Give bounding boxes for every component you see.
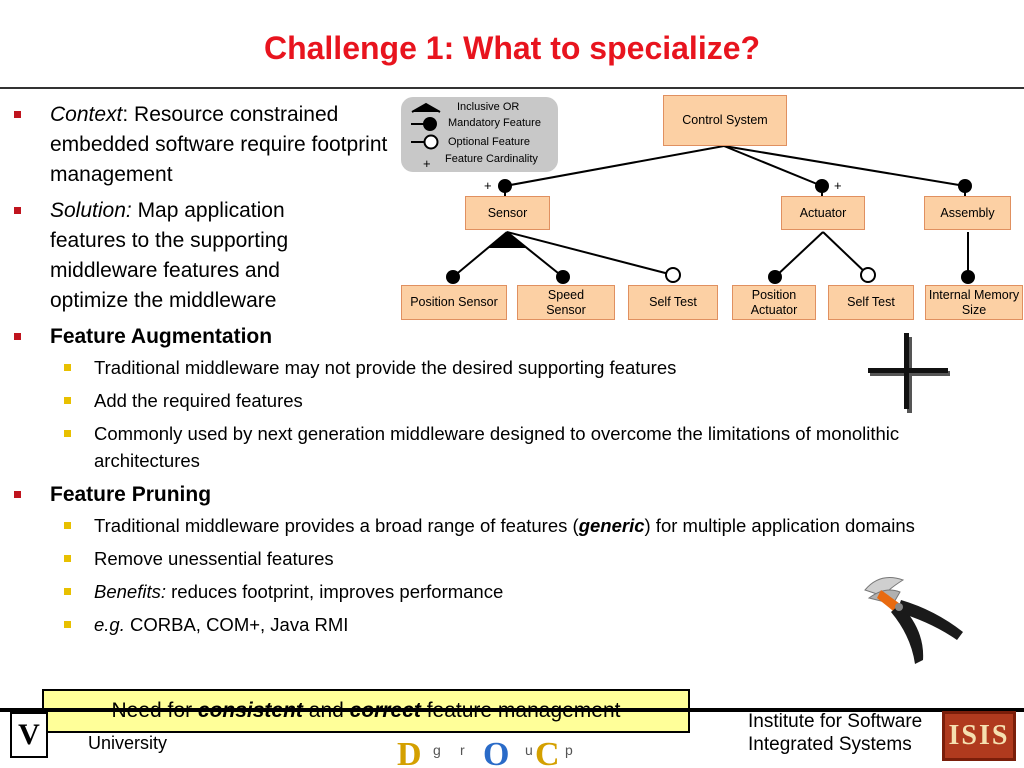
context-text: : Resource constrained embedded software… xyxy=(50,103,388,186)
bullet-marker xyxy=(14,491,21,498)
list-item: Remove unessential features xyxy=(12,545,1022,572)
sub-bullet-marker xyxy=(64,621,71,628)
list-item-text: Add the required features xyxy=(94,390,303,411)
list-item-text: Traditional middleware may not provide t… xyxy=(94,357,677,378)
node-self-test: Self Test xyxy=(828,285,914,320)
legend-inclusive-or: Inclusive OR xyxy=(457,101,520,113)
bullet-list: Context: Resource constrained embedded s… xyxy=(12,100,1022,644)
doc-logo-letter: g xyxy=(433,742,441,758)
bullet-augmentation: Feature Augmentation xyxy=(12,322,1022,352)
actuator-cardinality: + xyxy=(834,178,842,193)
doc-logo-letter: r xyxy=(460,742,465,758)
doc-logo-letter: O xyxy=(483,736,509,768)
bullet-context: Context: Resource constrained embedded s… xyxy=(12,100,405,190)
list-item: Add the required features xyxy=(12,387,1022,414)
mandatory-feature-icon xyxy=(423,117,437,131)
node-actuator: Actuator xyxy=(781,196,865,230)
node-position-actuator: Position Actuator xyxy=(732,285,816,320)
bullet-solution: Solution: Map application features to th… xyxy=(12,196,350,316)
legend-optional: Optional Feature xyxy=(448,136,530,148)
sub-bullet-marker xyxy=(64,397,71,404)
doc-group-logo: D g r O u C p xyxy=(397,736,573,768)
pruning-shears-image xyxy=(864,577,963,664)
sub-bullet-marker xyxy=(64,588,71,595)
solution-text: Map application features to the supporti… xyxy=(50,199,289,312)
list-item: Benefits: reduces footprint, improves pe… xyxy=(12,578,1022,605)
doc-logo-letter: p xyxy=(565,742,573,758)
list-item-text: Commonly used by next generation middlew… xyxy=(94,423,900,471)
node-speed-sensor: Speed Sensor xyxy=(517,285,615,320)
sensor-inclusive-or-icon xyxy=(488,232,526,248)
list-item-text: reduces footprint, improves performance xyxy=(166,581,504,602)
sub-bullet-marker xyxy=(64,430,71,437)
benefits-label: Benefits: xyxy=(94,581,166,602)
pruning-heading: Feature Pruning xyxy=(50,483,212,506)
inclusive-or-icon xyxy=(411,102,441,113)
legend-cardinality: Feature Cardinality xyxy=(445,153,538,165)
footer-divider xyxy=(0,708,1024,712)
vanderbilt-logo: V xyxy=(10,712,48,758)
plus-graphic xyxy=(868,333,950,413)
node-position-sensor: Position Sensor xyxy=(401,285,507,320)
solution-label: Solution: xyxy=(50,199,132,222)
list-item-text: Traditional middleware provides a broad … xyxy=(94,515,579,536)
list-item: Commonly used by next generation middlew… xyxy=(12,420,994,474)
list-item: Traditional middleware provides a broad … xyxy=(12,512,1024,539)
legend-plus: + xyxy=(423,156,431,171)
optional-feature-icon xyxy=(423,134,439,150)
context-label: Context xyxy=(50,103,123,126)
title-divider xyxy=(0,87,1024,89)
doc-logo-letter: u xyxy=(525,742,533,758)
sub-bullet-marker xyxy=(64,555,71,562)
sub-bullet-marker xyxy=(64,364,71,371)
augmentation-heading: Feature Augmentation xyxy=(50,325,273,348)
institute-line: Integrated Systems xyxy=(748,734,912,755)
node-internal-memory-size: Internal Memory Size xyxy=(925,285,1023,320)
list-item: e.g. CORBA, COM+, Java RMI xyxy=(12,611,1022,638)
node-self-test: Self Test xyxy=(628,285,718,320)
node-sensor: Sensor xyxy=(465,196,550,230)
eg-label: e.g. xyxy=(94,614,125,635)
sensor-cardinality: + xyxy=(484,178,492,193)
doc-logo-letter: D xyxy=(397,736,422,768)
bullet-marker xyxy=(14,111,21,118)
sub-bullet-marker xyxy=(64,522,71,529)
list-item-text: Remove unessential features xyxy=(94,548,334,569)
legend-mandatory: Mandatory Feature xyxy=(448,117,541,129)
node-assembly: Assembly xyxy=(924,196,1011,230)
generic-emphasis: generic xyxy=(578,515,645,536)
list-item-text: ) for multiple application domains xyxy=(644,515,915,536)
list-item: Traditional middleware may not provide t… xyxy=(12,354,1022,381)
list-item-text: CORBA, COM+, Java RMI xyxy=(124,614,349,635)
bullet-marker xyxy=(14,333,21,340)
institute-label: Institute for Software Integrated System… xyxy=(748,710,922,756)
university-label: University xyxy=(88,733,168,753)
doc-logo-letter: C xyxy=(535,736,560,768)
bullet-marker xyxy=(14,207,21,214)
node-control-system: Control System xyxy=(663,95,787,146)
bullet-pruning: Feature Pruning xyxy=(12,480,1022,510)
slide-title: Challenge 1: What to specialize? xyxy=(263,30,761,66)
isis-logo: ISIS xyxy=(942,711,1016,761)
institute-line: Institute for Software xyxy=(748,711,923,732)
